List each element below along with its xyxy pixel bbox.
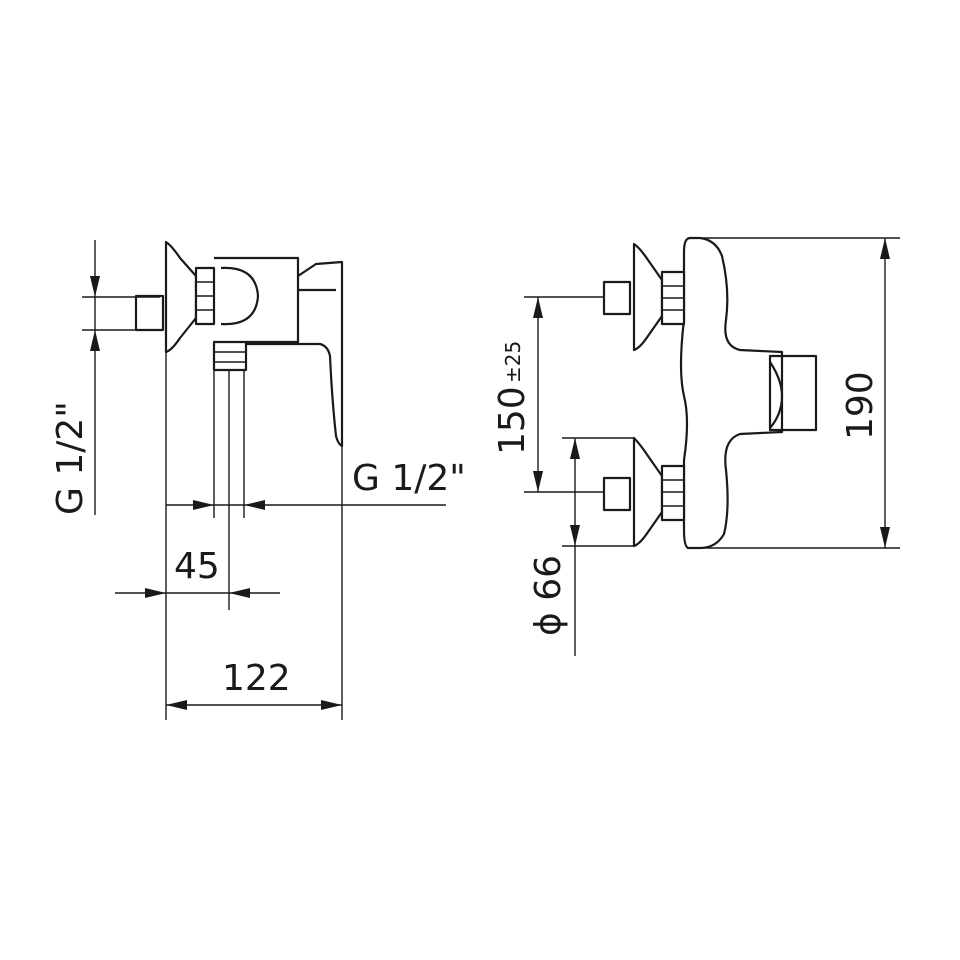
front-bottom-ring [660, 464, 686, 522]
dim-45-label: 45 [174, 546, 220, 587]
dim-66-label: ϕ 66 [528, 555, 569, 636]
thread-right-label: G 1/2" [352, 458, 466, 499]
dim-66-arrow-bottom [570, 525, 580, 546]
side-outlet-nut [212, 340, 248, 372]
dim-122-label: 122 [222, 658, 291, 699]
side-view: G 1/2" G 1/2" 45 122 [50, 240, 466, 720]
side-flange [164, 240, 198, 354]
dim-45-arrow-right [229, 588, 250, 598]
dim-150-label: 150 [492, 386, 533, 455]
side-lever [246, 260, 344, 448]
thread-right-arrow-left [193, 500, 214, 510]
thread-right-arrow-right [244, 500, 265, 510]
front-bottom-flange [632, 436, 664, 548]
dim-122-arrow-right [321, 700, 342, 710]
front-body [679, 236, 784, 550]
thread-left-label: G 1/2" [50, 401, 91, 515]
thread-left-arrow-top [90, 276, 100, 297]
side-bore [220, 266, 260, 326]
dim-45-arrow-left [145, 588, 166, 598]
side-nipple [134, 294, 165, 332]
dim-150-arrow-top [533, 297, 543, 318]
dim-190-label: 190 [840, 371, 881, 440]
dim-190-arrow-top [880, 238, 890, 259]
front-top-flange [632, 242, 664, 352]
dim-150-tolerance: ±25 [501, 341, 525, 383]
thread-left-arrow-bottom [90, 330, 100, 351]
front-view: 150 ±25 190 ϕ 66 [492, 236, 900, 656]
dim-150-arrow-bottom [533, 471, 543, 492]
front-top-nipple [602, 280, 632, 316]
dim-190-arrow-bottom [880, 527, 890, 548]
dim-66-arrow-top [570, 438, 580, 459]
front-outlet [768, 354, 818, 432]
dim-122-arrow-left [166, 700, 187, 710]
front-bottom-nipple [602, 476, 632, 512]
front-outlet-curve [769, 361, 784, 429]
dim-150-label-group: 150 ±25 [492, 341, 533, 455]
side-body [214, 256, 300, 344]
